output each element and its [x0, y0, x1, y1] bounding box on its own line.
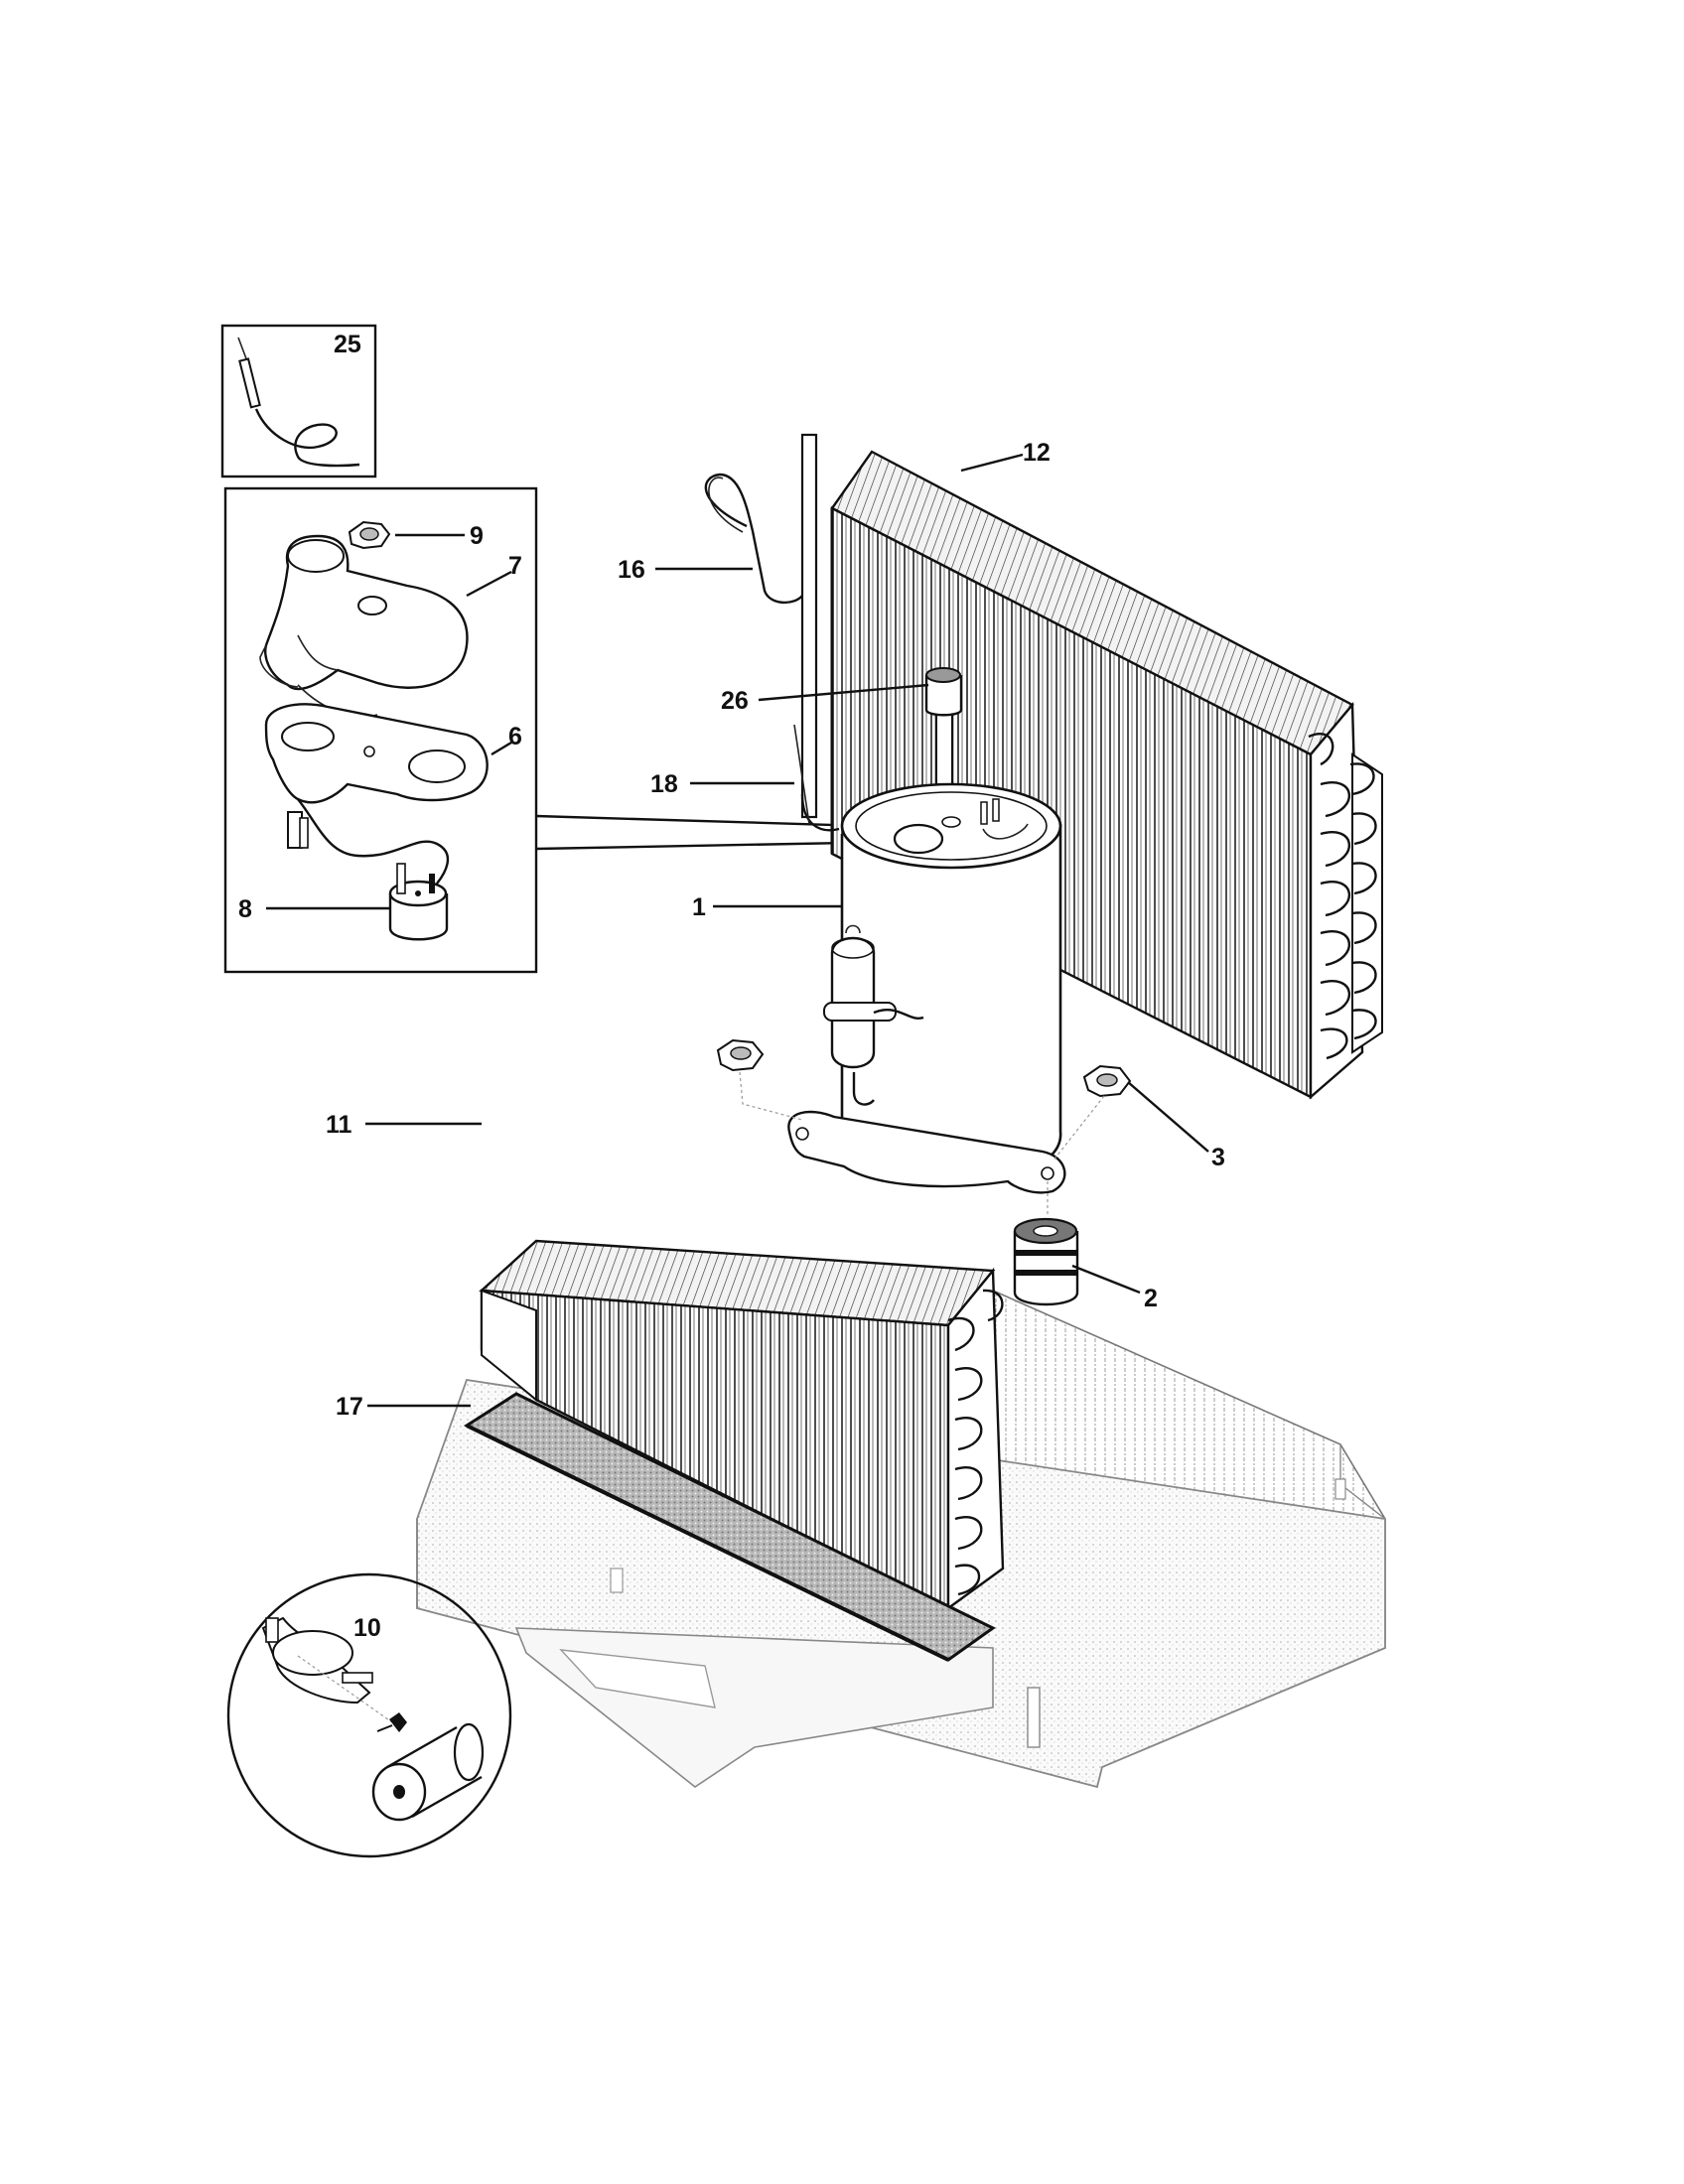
suction-tube [793, 724, 810, 825]
terminal-cover-shape [259, 534, 469, 718]
callout-25: 17 [336, 1393, 363, 1421]
mounting-nut-icon [1082, 1064, 1132, 1098]
callout-12: 12 [1023, 439, 1051, 467]
callout-3: 3 [1211, 1144, 1225, 1171]
mounting-nut-icon [716, 1038, 765, 1072]
grommet-cap-shape [924, 667, 963, 717]
callout-11: 11 [326, 1111, 352, 1139]
evaporator-coil [479, 1239, 1005, 1611]
compressor [716, 667, 1132, 1306]
sensor-inset [220, 324, 377, 478]
capacitor-inset [226, 1572, 512, 1858]
air-filter [463, 1392, 996, 1662]
callout-7: 7 [508, 552, 522, 580]
callout-8: 8 [238, 895, 252, 923]
terminal-cover-inset [223, 486, 538, 974]
capacitor-strap-shape [261, 1616, 373, 1705]
nut-icon [348, 520, 391, 550]
screw-icon [376, 1712, 407, 1732]
discharge-tube [704, 433, 840, 832]
callout-18: 18 [650, 770, 678, 798]
callout-6: 6 [508, 723, 522, 751]
u-bend-tubes [947, 1289, 1004, 1596]
callout-26: 26 [721, 687, 749, 715]
overload-protector-shape [388, 863, 449, 941]
callout-10: 10 [353, 1614, 381, 1642]
gasket-shape [264, 703, 489, 804]
callout-labels: 25 9 7 6 8 12 16 26 18 1 11 3 2 17 10 [238, 331, 1225, 1642]
leader-lines [266, 453, 1209, 1408]
callout-9: 9 [470, 522, 484, 550]
callout-2: 2 [1144, 1285, 1158, 1312]
u-bend-tubes [1308, 733, 1377, 1060]
grommet-shape [1013, 1217, 1079, 1306]
condenser-coil [830, 450, 1383, 1100]
callout-16: 16 [618, 556, 645, 584]
callout-17: 25 [334, 331, 361, 358]
capacitor-shape [371, 1722, 487, 1822]
callout-1: 1 [692, 893, 706, 921]
